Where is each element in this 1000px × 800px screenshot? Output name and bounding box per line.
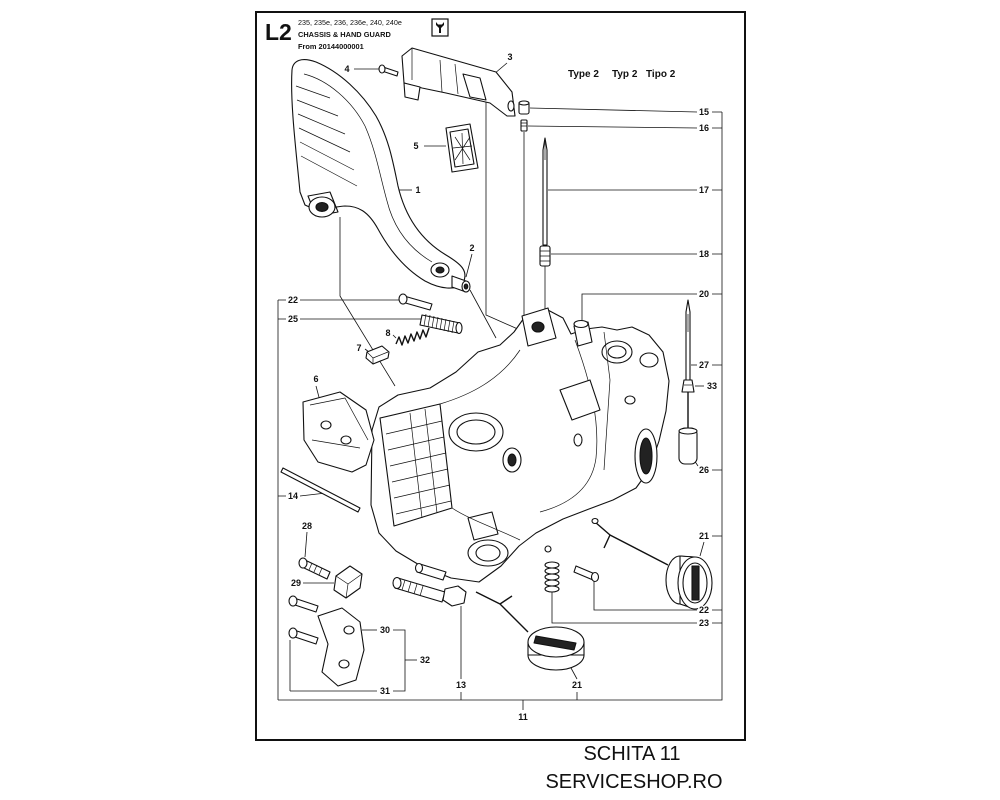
callout-number: 15 (699, 107, 709, 117)
callout-number: 30 (380, 625, 390, 635)
callout-number: 7 (356, 343, 361, 353)
callout-number: 20 (699, 289, 709, 299)
sheet-code: L2 (265, 19, 292, 45)
callout-number: 28 (302, 521, 312, 531)
callout-number: 26 (699, 465, 709, 475)
coil-spring (395, 327, 430, 346)
vent-plate (445, 123, 479, 173)
chassis-body (370, 307, 670, 583)
callout-number: 27 (699, 360, 709, 370)
type-label-de: Typ 2 (612, 69, 638, 80)
guard-bolt (451, 275, 471, 293)
callout-number: 21 (572, 680, 582, 690)
spring-bolt (419, 313, 463, 335)
callout-number: 3 (507, 52, 512, 62)
callout-number: 17 (699, 185, 709, 195)
spring-right (544, 545, 560, 593)
brake-bracket (401, 47, 516, 117)
small-block (365, 345, 390, 365)
callout-number: 14 (288, 491, 298, 501)
wrench-icon (431, 18, 449, 37)
pickup-needle (685, 299, 691, 381)
type-label-en: Type 2 (568, 69, 599, 80)
callout-number: 13 (456, 680, 466, 690)
bolt-left (398, 293, 433, 311)
callout-number: 21 (699, 531, 709, 541)
callout-number: 4 (344, 64, 349, 74)
callout-number: 6 (313, 374, 318, 384)
guide-plate (302, 391, 375, 473)
hose-fitting (681, 379, 695, 428)
callout-number: 25 (288, 314, 298, 324)
screw-lower (288, 627, 319, 645)
site-name: SERVICESHOP.RO (545, 771, 722, 793)
callout-number: 1 (415, 185, 420, 195)
screw-upper (288, 595, 319, 613)
sheet-title: CHASSIS & HAND GUARD (298, 30, 391, 39)
diagram-frame (255, 11, 746, 741)
callout-number: 18 (699, 249, 709, 259)
rod-connector (539, 245, 551, 267)
fuel-filter (678, 427, 698, 465)
callout-number: 33 (707, 381, 717, 391)
screw-right (573, 565, 600, 583)
clamp-block (333, 565, 363, 599)
hand-guard (291, 59, 466, 289)
callout-labels: 4 3 15 16 5 17 1 2 18 20 22 25 8 7 27 6 … (287, 51, 719, 724)
callout-number: 5 (413, 141, 418, 151)
callout-number: 8 (385, 328, 390, 338)
bracket-screw (378, 64, 399, 77)
callout-number: 2 (469, 243, 474, 253)
type-label-it: Tipo 2 (646, 69, 676, 80)
leader-lines (277, 62, 723, 710)
sleeve (573, 319, 593, 347)
fuel-cap (591, 517, 713, 610)
small-screw (520, 119, 528, 132)
screw-lower-left (298, 557, 331, 580)
rod-long (542, 137, 548, 246)
bar-bolt (392, 562, 467, 607)
long-rod (280, 467, 361, 513)
model-list: 235, 235e, 236, 236e, 240, 240e (298, 18, 402, 27)
oil-cap (475, 591, 585, 671)
callout-number: 32 (420, 655, 430, 665)
callout-number: 22 (288, 295, 298, 305)
callout-number: 16 (699, 123, 709, 133)
sheet-number: SCHITA 11 (583, 743, 680, 765)
callout-number: 23 (699, 618, 709, 628)
callout-number: 11 (518, 712, 528, 722)
callout-number: 22 (699, 605, 709, 615)
serial-from: From 20144000001 (298, 42, 364, 51)
catcher-plate (317, 607, 365, 687)
cap-small (518, 100, 530, 115)
callout-number: 31 (380, 686, 390, 696)
callout-number: 29 (291, 578, 301, 588)
